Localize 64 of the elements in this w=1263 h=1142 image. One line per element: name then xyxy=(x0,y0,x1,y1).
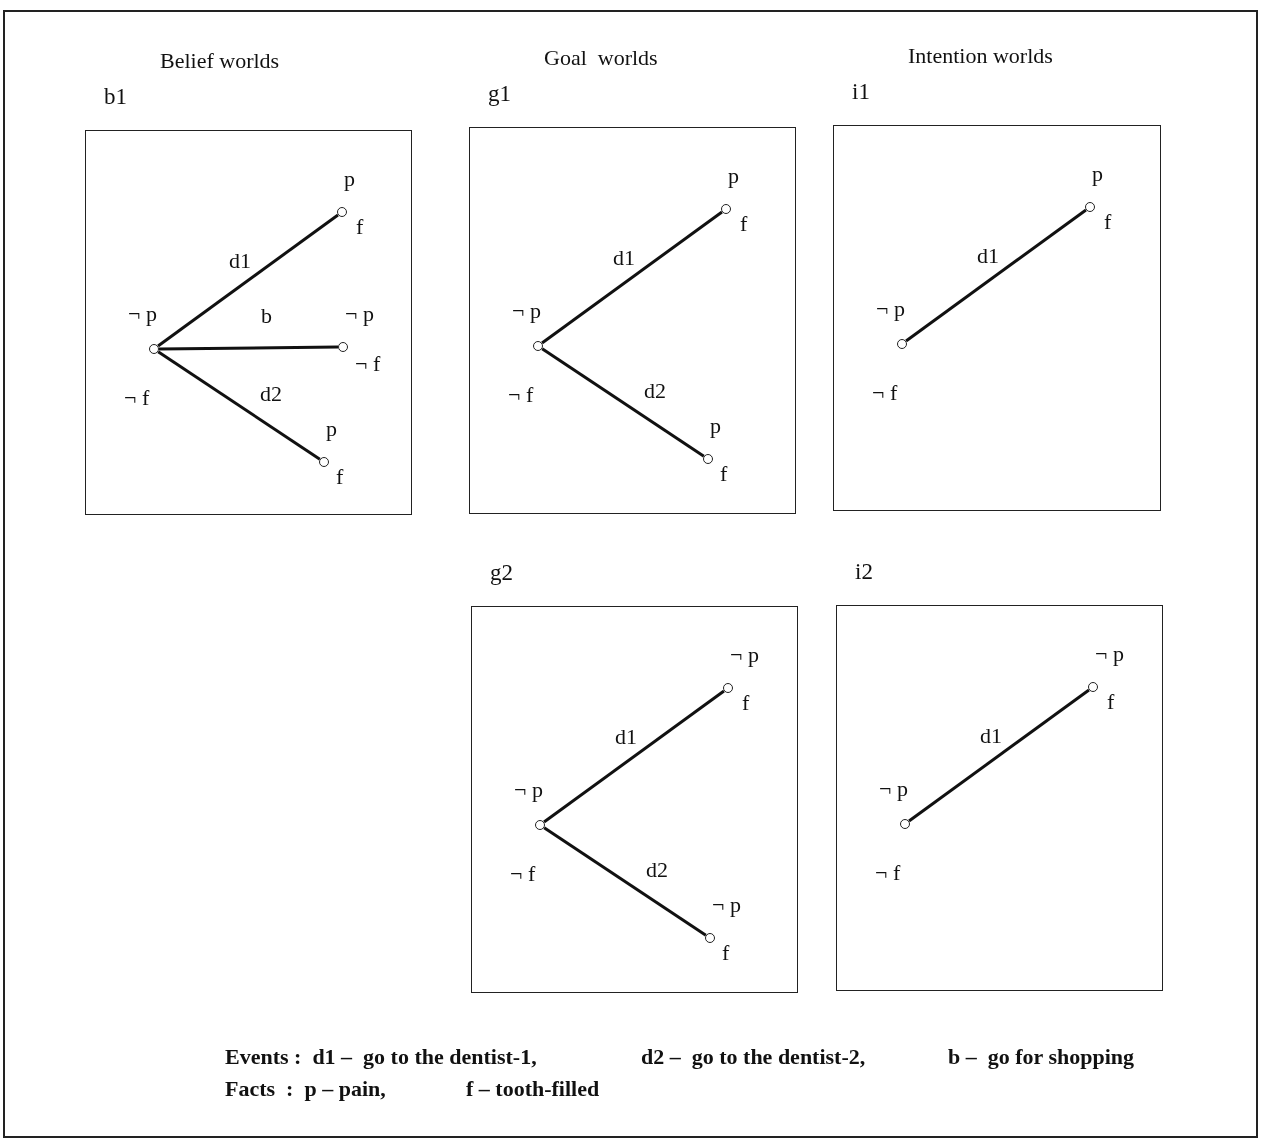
world-name: g1 xyxy=(488,82,511,105)
world-state-circle xyxy=(533,341,543,351)
fact-label: ¬ f xyxy=(872,382,898,404)
world-state-circle xyxy=(149,344,159,354)
transition-line xyxy=(543,689,725,824)
column-heading: Intention worlds xyxy=(908,45,1053,67)
world-state-circle xyxy=(319,457,329,467)
fact-label: f xyxy=(356,216,364,238)
fact-label: f xyxy=(336,466,344,488)
fact-label: ¬ p xyxy=(1095,643,1124,665)
fact-label: ¬ p xyxy=(876,298,905,320)
column-heading: Belief worlds xyxy=(160,50,280,72)
legend-text: Facts : p – pain, xyxy=(225,1078,386,1100)
fact-label: ¬ p xyxy=(879,778,908,800)
fact-label: ¬ p xyxy=(128,303,157,325)
fact-label: p xyxy=(728,165,739,187)
fact-label: f xyxy=(1104,211,1112,233)
fact-label: f xyxy=(720,463,728,485)
fact-label: ¬ f xyxy=(124,387,150,409)
fact-label: p xyxy=(326,418,337,440)
legend-text: b – go for shopping xyxy=(948,1046,1135,1068)
transition-line xyxy=(157,350,321,461)
transition-line xyxy=(541,210,723,345)
fact-label: p xyxy=(344,168,355,190)
world-state-circle xyxy=(721,204,731,214)
fact-label: ¬ f xyxy=(510,863,536,885)
world-state-circle xyxy=(535,820,545,830)
fact-label: f xyxy=(1107,691,1115,713)
legend-text: f – tooth-filled xyxy=(466,1078,600,1100)
column-heading: Goal worlds xyxy=(544,47,658,69)
fact-label: ¬ p xyxy=(345,303,374,325)
fact-label: p xyxy=(1092,163,1103,185)
fact-label: f xyxy=(742,692,750,714)
legend-text: Events : d1 – go to the dentist-1, xyxy=(225,1046,537,1068)
world-state-circle xyxy=(1088,682,1098,692)
world-state-circle xyxy=(338,342,348,352)
transition-line xyxy=(159,345,338,351)
fact-label: ¬ p xyxy=(514,779,543,801)
transition-line xyxy=(908,688,1090,823)
legend-text: d2 – go to the dentist-2, xyxy=(641,1046,866,1068)
world-state-circle xyxy=(337,207,347,217)
world-state-circle xyxy=(897,339,907,349)
world-state-circle xyxy=(723,683,733,693)
world-name: i2 xyxy=(855,560,873,583)
world-state-circle xyxy=(1085,202,1095,212)
world-name: b1 xyxy=(104,85,127,108)
fact-label: ¬ p xyxy=(730,644,759,666)
transition-line xyxy=(157,213,339,348)
fact-label: ¬ f xyxy=(508,384,534,406)
fact-label: ¬ f xyxy=(875,862,901,884)
world-state-circle xyxy=(900,819,910,829)
fact-label: ¬ p xyxy=(512,300,541,322)
fact-label: ¬ f xyxy=(355,353,381,375)
fact-label: f xyxy=(740,213,748,235)
fact-label: ¬ p xyxy=(712,894,741,916)
world-name: i1 xyxy=(852,80,870,103)
world-state-circle xyxy=(703,454,713,464)
fact-label: p xyxy=(710,415,721,437)
fact-label: f xyxy=(722,942,730,964)
transition-line xyxy=(541,347,705,458)
transition-line xyxy=(543,826,707,937)
transition-line xyxy=(905,208,1087,343)
world-state-circle xyxy=(705,933,715,943)
world-name: g2 xyxy=(490,561,513,584)
